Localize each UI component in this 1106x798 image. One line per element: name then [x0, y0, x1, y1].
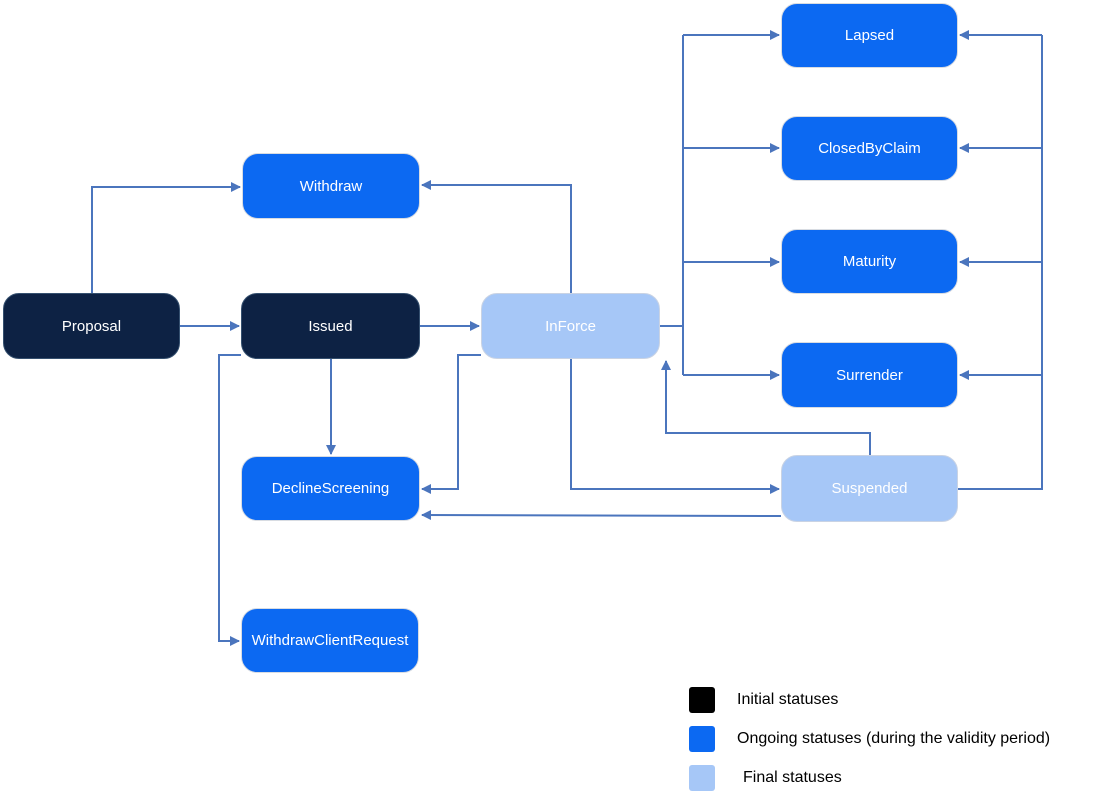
legend-row-final: Final statuses — [689, 764, 1050, 791]
legend-label-final: Final statuses — [743, 768, 842, 786]
edge-issued-withdrawclientrequest — [218, 354, 241, 646]
node-surrender: Surrender — [781, 342, 958, 408]
legend-swatch-initial — [689, 686, 715, 713]
node-closedbyclaim: ClosedByClaim — [781, 116, 958, 181]
node-suspended: Suspended — [781, 455, 958, 522]
legend-row-initial: Initial statuses — [689, 686, 1050, 713]
edge-proposal-withdraw — [91, 182, 241, 293]
legend: Initial statuses Ongoing statuses (durin… — [689, 686, 1050, 791]
edge-suspended-declinescreening — [421, 510, 782, 521]
edge-inforce-branch-trunk — [660, 35, 684, 375]
node-proposal: Proposal — [3, 293, 180, 359]
node-withdrawclientrequest: WithdrawClientRequest — [241, 608, 419, 673]
node-declinescreening: DeclineScreening — [241, 456, 420, 521]
node-inforce: InForce — [481, 293, 660, 359]
node-withdraw: Withdraw — [242, 153, 420, 219]
legend-label-ongoing: Ongoing statuses (during the validity pe… — [737, 729, 1051, 747]
legend-swatch-final — [689, 764, 715, 791]
node-issued: Issued — [241, 293, 420, 359]
edge-inforce-declinescreening — [421, 354, 481, 494]
node-maturity: Maturity — [781, 229, 958, 294]
edge-inforce-suspended — [570, 359, 780, 494]
legend-label-initial: Initial statuses — [737, 690, 839, 708]
edge-suspended-branch-trunk — [958, 35, 1043, 490]
node-lapsed: Lapsed — [781, 3, 958, 68]
edge-inforce-withdraw — [421, 180, 572, 293]
legend-row-ongoing: Ongoing statuses (during the validity pe… — [689, 725, 1050, 752]
edge-suspended-inforce — [661, 360, 871, 455]
legend-swatch-ongoing — [689, 725, 715, 752]
